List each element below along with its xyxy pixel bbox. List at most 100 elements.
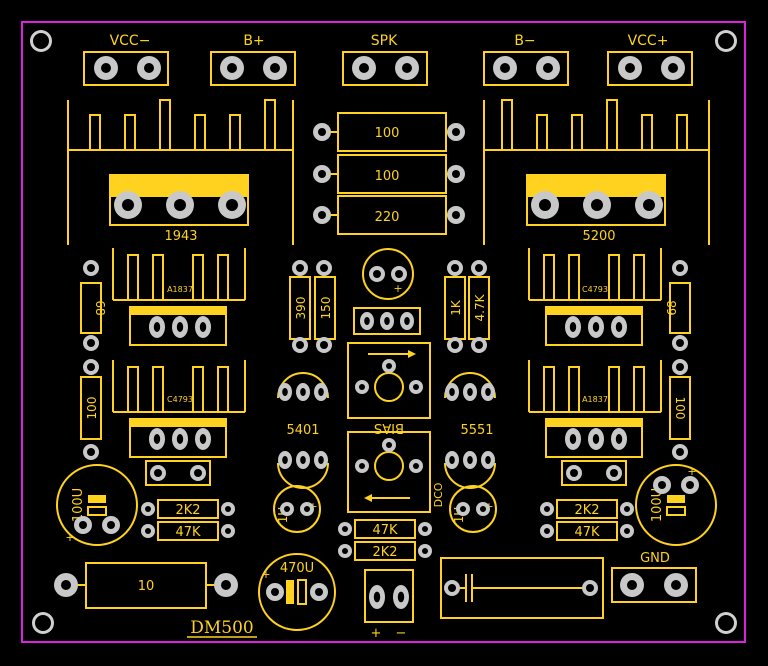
vresistor-pad [316,260,332,276]
vresistor-pad [83,260,99,276]
cap-pad [653,476,671,494]
driver-pad [611,428,627,450]
board-title: DM500 [190,618,253,638]
header-pad [566,465,582,481]
cap-pad [266,583,284,601]
connector-label-b-plus: B+ [243,33,264,49]
heatsink-left [67,99,294,245]
power-transistor-left-body [110,175,248,197]
driver-pad [195,316,211,338]
trimmer-pad [409,459,423,473]
cap-pad [310,583,328,601]
small-transistor-pad [481,451,495,469]
input-minus-label: − [396,626,407,641]
connector-label-vcc-minus: VCC− [110,33,151,49]
vresistor-390-label: 390 [294,297,308,320]
connector-pad [536,56,560,80]
resistor-pad [141,524,155,538]
vresistor-pad [83,359,99,375]
film-cap-pad [444,580,460,596]
vresistor-47k-label: 4.7K [473,293,487,321]
power-resistor-pad [214,573,238,597]
center-header [353,307,421,335]
header-pad [380,312,394,330]
resistor-pad [221,502,235,516]
driver-pad [565,316,581,338]
connector-pad [94,56,118,80]
driver-pad [565,428,581,450]
heatsink-right [483,99,710,245]
gnd-pad [620,573,644,597]
driver-left-top-label: A1837 [167,285,193,294]
vresistor-pad [447,337,463,353]
resistor-pad [418,522,432,536]
gnd-pad [664,573,688,597]
power-transistor-pad [635,191,663,219]
cap-right-big-label: 100U [650,488,665,522]
header-right [561,460,627,486]
cap-pad [369,266,385,282]
small-transistor-pad [445,383,459,401]
small-transistor-pad [278,383,292,401]
film-capacitor [440,557,604,619]
vresistor-pad [672,359,688,375]
header-pad [360,312,374,330]
vresistor-pad [83,444,99,460]
connector-label-vcc-plus: VCC+ [628,33,669,49]
small-transistor-pad [445,451,459,469]
connector-pad [352,56,376,80]
resistor-pad [313,165,331,183]
vresistor-pad [83,335,99,351]
board-outline [21,21,746,643]
power-transistor-right-body [527,175,665,197]
cap-left-big-plus: + [65,531,74,544]
driver-pad [611,316,627,338]
vresistor-left-top-label: 68 [93,300,107,315]
input-pad [393,585,409,609]
resistor-right-47k-label: 47K [574,525,600,540]
driver-pad [195,428,211,450]
resistor-pad [447,206,465,224]
small-transistor-right-label: 5551 [460,423,493,438]
gnd-connector-outline [611,567,697,603]
small-transistor-pad [296,383,310,401]
vresistor-pad [292,260,308,276]
driver-pad [149,428,165,450]
resistor-pad [447,165,465,183]
power-transistor-pad [166,191,194,219]
vresistor-left-bottom-label: 100 [85,397,99,420]
header-left [145,460,211,486]
driver-right-bottom-label: A1837 [582,395,608,404]
small-transistor-pad [481,383,495,401]
input-plus-label: + [371,626,382,641]
bias-trimmers [347,342,431,513]
cap-pad [280,502,294,516]
resistor-pad [338,544,352,558]
cap-center-big-label: 470U [280,561,314,576]
top-connectors: VCC− B+ SPK B− VCC+ [83,33,693,86]
power-transistor-right-label: 5200 [582,229,615,244]
vresistor-right-top-label: 68 [665,300,679,315]
power-resistor-label: 10 [138,579,155,594]
cap-pad [456,502,470,516]
vresistor-pad [447,260,463,276]
bias-label: BIAS [374,420,404,435]
vresistor-pad [471,337,487,353]
header-pad [606,465,622,481]
power-transistor-pad [114,191,142,219]
connector-pad [263,56,287,80]
resistor-pad [313,206,331,224]
trimmer-pad [355,380,369,394]
resistor-right-2k2-label: 2K2 [574,503,599,518]
power-resistor-pad [54,573,78,597]
vresistor-pad [672,444,688,460]
vresistor-pad [672,260,688,276]
small-capacitors [273,485,497,533]
connector-pad [618,56,642,80]
input-connector-outline [364,569,414,623]
resistor-pad [141,502,155,516]
header-pad [150,465,166,481]
small-transistor-left-label: 5401 [286,423,319,438]
connector-pad [137,56,161,80]
